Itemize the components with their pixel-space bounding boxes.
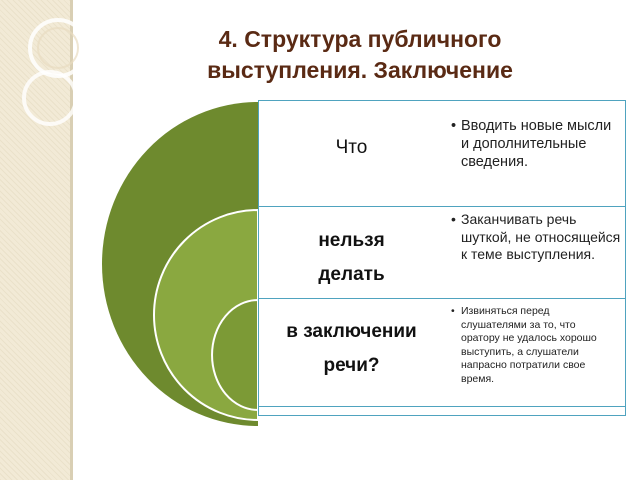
inner-ring [211,298,259,412]
row-3-label-line-2: речи? [323,355,380,376]
row-2-bullet-text: Заканчивать речь шуткой, не относящейся … [461,211,621,262]
row-2: нельзя делать • Заканчивать речь шуткой,… [258,206,626,300]
title-line-1: 4. Структура публичного [218,26,502,52]
row-3-bullet-text: Извиняться перед слушателями за то, что … [461,305,597,385]
row-3: в заключении речи? • Извиняться перед сл… [258,298,626,408]
row-2-label-line-1: нельзя [318,230,385,251]
side-panel-divider [70,0,73,480]
row-2-label: нельзя делать [259,224,444,292]
row-1-label-line-1: Что [335,137,368,158]
row-3-label-line-1: в заключении [286,321,417,342]
row-3-label: в заключении речи? [259,315,444,383]
slide-title: 4. Структура публичного выступления. Зак… [150,24,570,86]
row-1: Что • Вводить новые мысли и дополнительн… [258,100,626,207]
row-2-label-line-2: делать [318,264,385,285]
bullet-marker: • [451,305,455,317]
row-1-bullet-text: Вводить новые мысли и дополнительные све… [461,118,612,170]
row-2-bullet: • Заканчивать речь шуткой, не относящейс… [451,211,621,264]
bullet-marker: • [451,118,457,134]
row-3-bullet: • Извиняться перед слушателями за то, чт… [451,305,611,386]
row-bottom-strip [258,406,626,416]
row-1-label: Что [259,137,444,159]
row-1-bullet: • Вводить новые мысли и дополнительные с… [451,117,619,171]
bullet-marker: • [451,211,456,227]
title-line-2: выступления. Заключение [207,57,513,83]
